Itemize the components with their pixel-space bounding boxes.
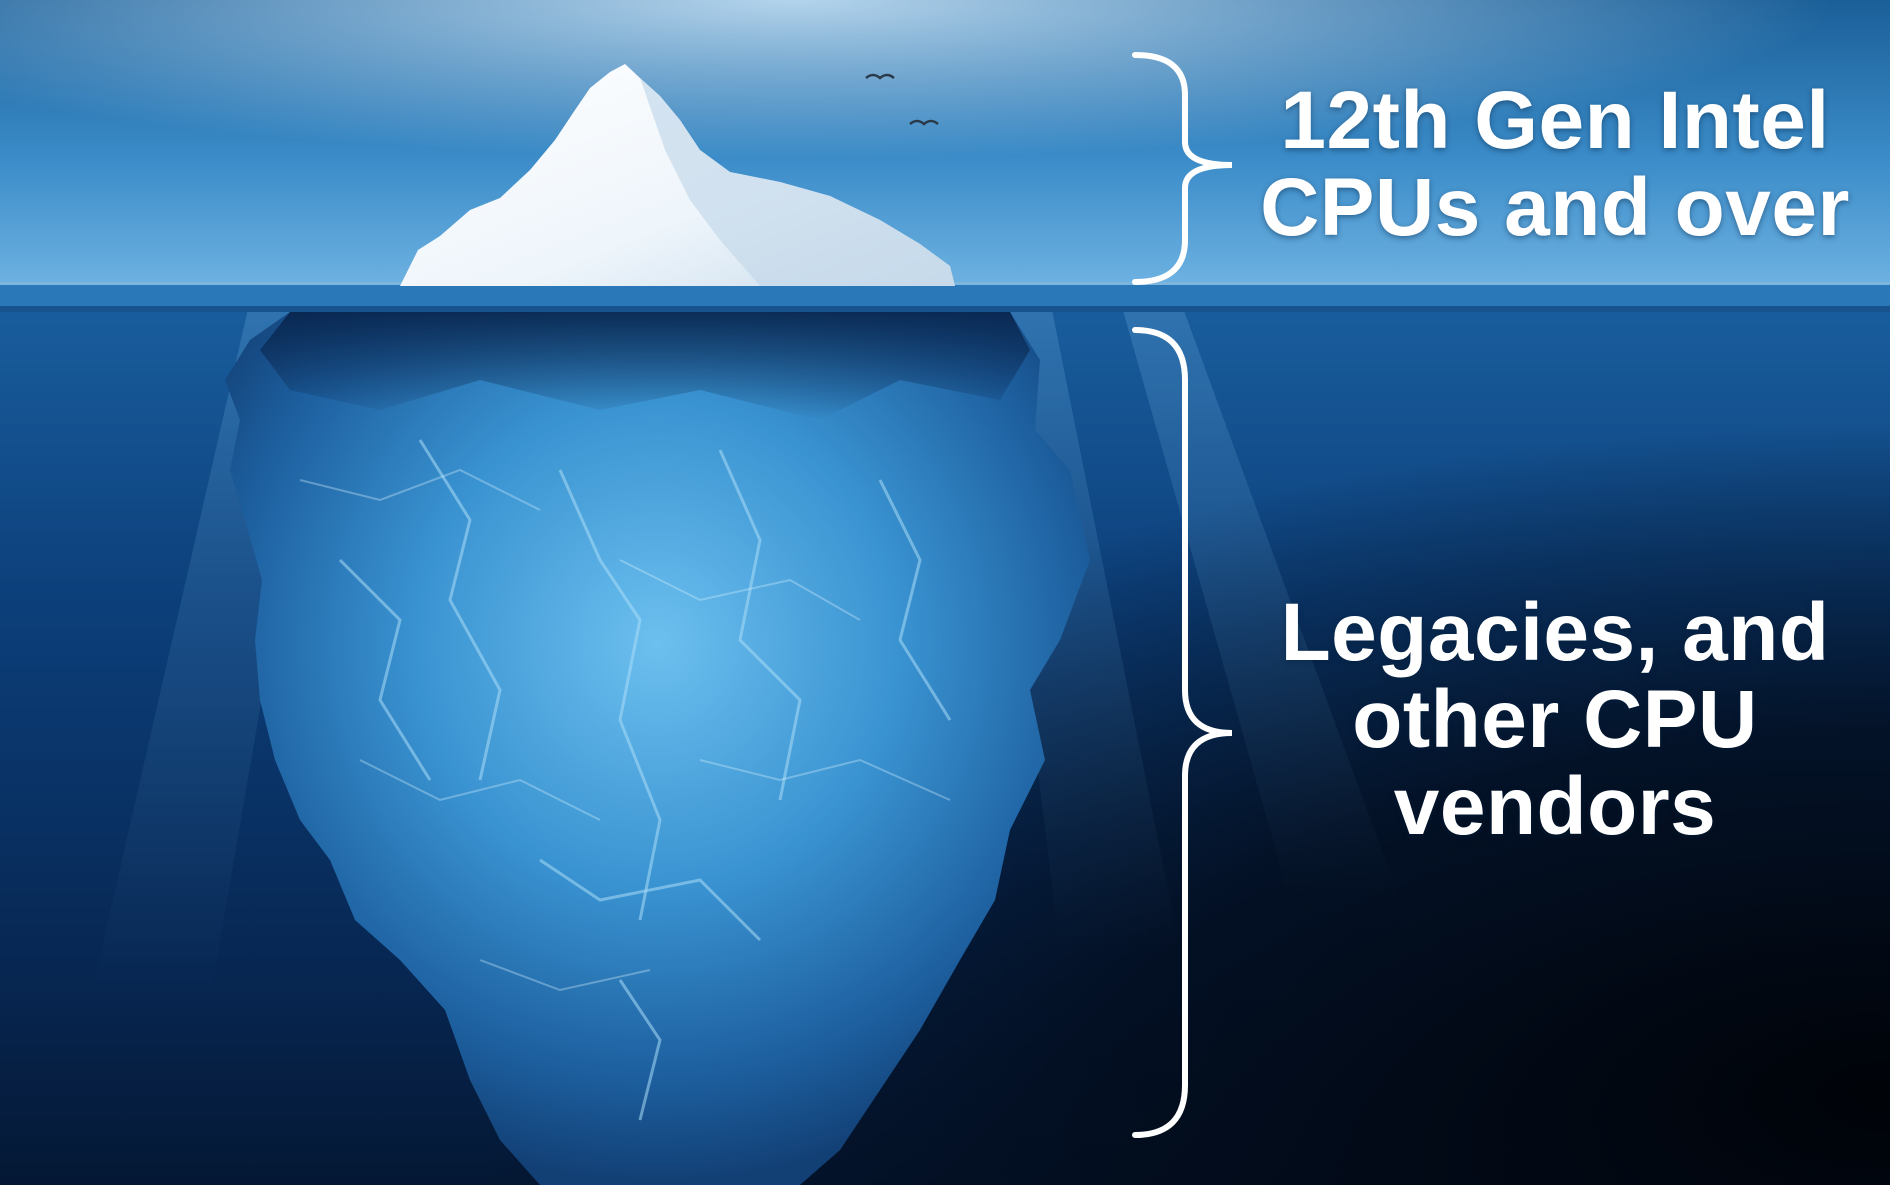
iceberg-submerged	[225, 312, 1090, 1185]
sun-glow	[0, 0, 1890, 290]
above-water-label-line2: CPUs and over	[1260, 161, 1850, 253]
birds-icon	[865, 73, 939, 126]
bracket-icon	[1132, 52, 1233, 1138]
below-water-label: Legacies, and other CPU vendors	[1225, 587, 1885, 852]
bracket-below-water	[1132, 327, 1233, 1138]
above-water-label-line1: 12th Gen Intel	[1280, 75, 1830, 166]
iceberg-tip	[400, 64, 955, 286]
below-water-label-line1: Legacies, and	[1280, 587, 1830, 678]
bracket-above-water	[1132, 52, 1233, 285]
below-water-label-line2: other CPU	[1352, 673, 1758, 765]
below-water-label-line3: vendors	[1393, 760, 1717, 852]
above-water-label: 12th Gen Intel CPUs and over	[1225, 75, 1885, 253]
